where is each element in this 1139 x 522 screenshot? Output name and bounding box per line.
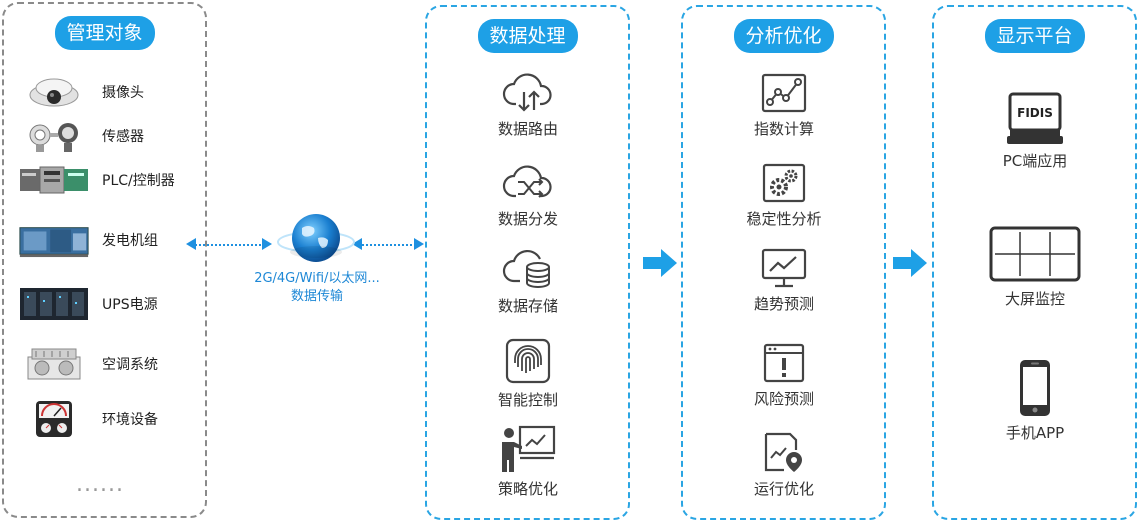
analysis-panel: 分析优化 [681,5,886,520]
list-item-camera: 摄像头 [18,72,144,112]
flow-arrow-icon [643,249,677,277]
analyze-item-operation: 运行优化 [714,430,854,499]
process-item-label: 策略优化 [497,480,558,498]
analyze-item-label: 指数计算 [753,120,814,138]
analyze-item-risk: 风险预测 [714,342,854,409]
ups-power-icon [18,284,90,324]
managed-objects-panel: 管理对象 [2,2,207,518]
cloud-database-icon [502,249,550,288]
video-wall-icon [989,226,1081,282]
list-item-aircon: 空调系统 [18,344,158,384]
mobile-phone-icon [1020,360,1050,416]
analyze-item-label: 稳定性分析 [746,210,822,228]
display-item-pc: FIDIS PC端应用 [960,92,1110,171]
analyze-item-index: 指数计算 [714,72,854,139]
presentation-person-icon [502,425,556,472]
display-item-label: 大屏监控 [1004,290,1065,308]
display-platform-panel: 显示平台 [932,5,1137,520]
document-location-icon [764,432,802,472]
plc-controller-icon [18,160,90,200]
process-item-control: 智能控制 [458,337,598,410]
process-item-label: 数据分发 [497,210,558,228]
list-item-label: UPS电源 [102,297,158,313]
scatter-chart-icon [761,73,807,113]
list-item-label: 摄像头 [102,85,144,101]
display-item-label: 手机APP [1005,424,1065,442]
transmission-label: 2G/4G/Wifi/以太网... 数据传输 [232,270,402,306]
cloud-routing-icon [502,73,552,112]
list-item-label: PLC/控制器 [102,173,175,189]
analyze-item-label: 运行优化 [753,480,814,498]
generator-icon [18,220,90,260]
flow-arrow-icon [893,249,927,277]
display-item-label: PC端应用 [1002,152,1068,170]
dotted-connector-left [192,244,268,246]
process-item-distribution: 数据分发 [458,160,598,229]
list-item-plc: PLC/控制器 [18,160,175,200]
process-item-strategy: 策略优化 [458,424,598,499]
pc-monitor-icon: FIDIS [1007,92,1063,144]
process-item-routing: 数据路由 [458,70,598,139]
process-item-label: 智能控制 [497,391,558,409]
list-item-environment: 环境设备 [18,399,158,439]
arrow-left-icon [186,238,196,250]
globe-icon [277,214,355,262]
list-item-ups: UPS电源 [18,284,158,324]
transmission-title: 数据传输 [290,289,343,304]
panel-title-process: 数据处理 [477,19,578,53]
list-item-label: 空调系统 [102,357,158,373]
panel-title-analyze: 分析优化 [733,19,834,53]
more-ellipsis: ...... [76,472,124,497]
arrow-left-icon [352,238,362,250]
cloud-shuffle-icon [502,165,552,198]
list-item-label: 环境设备 [102,412,158,428]
camera-icon [18,72,90,112]
environment-meter-icon [18,399,90,439]
process-item-label: 数据存储 [497,297,558,315]
analyze-item-stability: 稳定性分析 [714,162,854,229]
display-item-bigscreen: 大屏监控 [960,224,1110,309]
pc-monitor-text: FIDIS [1017,106,1053,120]
process-item-label: 数据路由 [497,120,558,138]
dotted-connector-right [358,244,420,246]
sensor-icon [18,116,90,156]
analyze-item-trend: 趋势预测 [714,247,854,314]
process-item-storage: 数据存储 [458,245,598,316]
gears-icon [762,163,806,203]
arrow-right-icon [414,238,424,250]
air-conditioner-icon [18,344,90,384]
arrow-right-icon [262,238,272,250]
panel-title-display: 显示平台 [984,19,1085,53]
list-item-generator: 发电机组 [18,220,158,260]
analyze-item-label: 风险预测 [753,390,814,408]
transmission-protocols: 2G/4G/Wifi/以太网... [254,271,380,286]
panel-title-manage: 管理对象 [54,16,155,50]
list-item-sensor: 传感器 [18,116,144,156]
list-item-label: 传感器 [102,129,144,145]
analyze-item-label: 趋势预测 [753,295,814,313]
trend-monitor-icon [761,248,807,288]
fingerprint-icon [505,338,551,384]
data-processing-panel: 数据处理 [425,5,630,520]
warning-window-icon [763,343,805,383]
display-item-mobile: 手机APP [960,358,1110,443]
list-item-label: 发电机组 [102,233,158,249]
